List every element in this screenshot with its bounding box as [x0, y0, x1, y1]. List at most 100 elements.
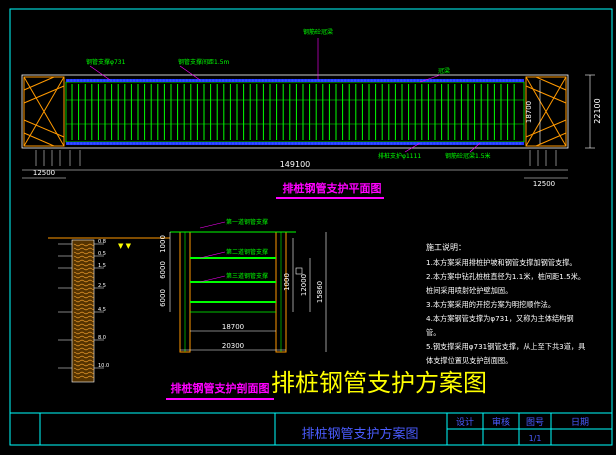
- pile-top: [400, 79, 403, 82]
- pile-top: [122, 79, 126, 82]
- pile-top: [254, 79, 258, 82]
- pile-bottom: [400, 142, 403, 145]
- pile-bottom: [235, 142, 238, 145]
- pile-bottom: [96, 142, 99, 145]
- pile-top: [70, 79, 73, 82]
- soil-hatch-mark: [73, 287, 95, 291]
- pile-top: [99, 79, 103, 82]
- pile-top: [268, 79, 271, 82]
- pile-top: [429, 79, 433, 82]
- pile-top: [512, 79, 515, 82]
- pile-bottom: [314, 142, 317, 145]
- pile-bottom: [291, 142, 294, 145]
- pile-top: [307, 79, 311, 82]
- pile-bottom: [139, 142, 142, 145]
- pile-bottom: [126, 142, 129, 145]
- pile-top: [515, 79, 518, 82]
- dim-height-inner: 12000: [300, 274, 308, 296]
- callout-bottom-label-2: 钢筋砼冠梁1.5米: [445, 152, 491, 160]
- soil-hatch-mark: [73, 303, 95, 307]
- plan-title: 排桩钢管支护平面图: [283, 181, 382, 195]
- pile-bottom: [261, 142, 264, 145]
- soil-hatch-mark: [73, 339, 95, 343]
- pile-bottom: [73, 142, 76, 145]
- pile-bottom: [380, 142, 383, 145]
- pit-section: 第一道钢管支撑 第二道钢管支撑 第三道钢管支撑 1000 6000 6000 1…: [159, 218, 327, 353]
- dim-inner-width: 18700: [525, 101, 533, 123]
- pile-bottom: [264, 142, 268, 145]
- pile-top: [383, 79, 386, 82]
- callout-leader: [469, 142, 481, 153]
- pile-bottom: [413, 142, 416, 145]
- pile-bottom: [172, 142, 175, 145]
- pile-bottom: [294, 142, 297, 145]
- pile-top: [202, 79, 205, 82]
- pile-top: [228, 79, 231, 82]
- pile-bottom: [320, 142, 324, 145]
- corner-brace: [23, 76, 55, 91]
- pile-top: [175, 79, 179, 82]
- pile-bottom: [367, 142, 370, 145]
- pile-top: [139, 79, 142, 82]
- pile-top: [416, 79, 419, 82]
- pile-top: [518, 79, 522, 82]
- pile-top: [433, 79, 436, 82]
- pile-top: [261, 79, 264, 82]
- pile-bottom: [426, 142, 429, 145]
- soil-hatch-mark: [73, 271, 95, 275]
- pile-top: [294, 79, 297, 82]
- pile-bottom: [449, 142, 452, 145]
- soil-hatch-mark: [73, 323, 95, 327]
- pile-top: [208, 79, 212, 82]
- soil-hatch-mark: [73, 243, 95, 247]
- pile-bottom: [518, 142, 522, 145]
- pile-bottom: [271, 142, 274, 145]
- pile-bottom: [439, 142, 443, 145]
- pile-top: [106, 79, 109, 82]
- strut-label-1: 第一道钢管支撑: [226, 218, 268, 226]
- soil-hatch-mark: [73, 307, 95, 311]
- pile-top: [377, 79, 380, 82]
- pile-bottom: [162, 142, 165, 145]
- pile-bottom: [340, 142, 344, 145]
- pile-top: [495, 79, 499, 82]
- section-view: 0.80.51.52.54.58.010.0 ▼ ▼ 第一道钢管支撑 第二道钢管…: [48, 218, 327, 400]
- soil-hatch-mark: [73, 259, 95, 263]
- callout-leader: [89, 65, 111, 81]
- pile-bottom: [297, 142, 301, 145]
- strut-label-2: 第二道钢管支撑: [226, 248, 268, 256]
- corner-brace: [23, 85, 65, 104]
- pile-top: [452, 79, 456, 82]
- pile-top: [96, 79, 99, 82]
- dim-left-end: 12500: [33, 169, 55, 177]
- pile-top: [231, 79, 235, 82]
- pile-top: [93, 79, 96, 82]
- pile-top: [476, 79, 479, 82]
- soil-hatch-mark: [73, 319, 95, 323]
- dim-span-inner: 18700: [222, 323, 244, 331]
- pile-top: [126, 79, 129, 82]
- dim-total-length: 149100: [280, 160, 311, 169]
- plan-view: 钢管支撑φ731 钢管支撑间距1.5m 钢筋砼冠梁 冠梁 排桩支护φ1111 钢…: [21, 28, 602, 199]
- pile-bottom: [169, 142, 172, 145]
- construction-notes: 施工说明： 1.本方案采用排桩护坡和钢管支撑加钢管支撑。 2.本方案中钻孔桩桩直…: [426, 242, 585, 365]
- pile-bottom: [311, 142, 314, 145]
- pile-top: [311, 79, 314, 82]
- pile-bottom: [192, 142, 195, 145]
- pile-bottom: [89, 142, 93, 145]
- overlay-title: 排桩钢管支护方案图: [271, 369, 487, 397]
- pile-bottom: [245, 142, 248, 145]
- pile-bottom: [317, 142, 320, 145]
- soil-layer-label: 0.8: [98, 239, 106, 245]
- pile-bottom: [182, 142, 185, 145]
- pile-bottom: [113, 142, 116, 145]
- pile-bottom: [433, 142, 436, 145]
- pile-bottom: [495, 142, 499, 145]
- dim-level-1: 1000: [159, 235, 167, 253]
- pile-bottom: [241, 142, 245, 145]
- callout-bottom-label-1: 排桩支护φ1111: [378, 152, 421, 160]
- pile-bottom: [499, 142, 502, 145]
- plan-struts: [66, 79, 524, 145]
- pile-bottom: [254, 142, 258, 145]
